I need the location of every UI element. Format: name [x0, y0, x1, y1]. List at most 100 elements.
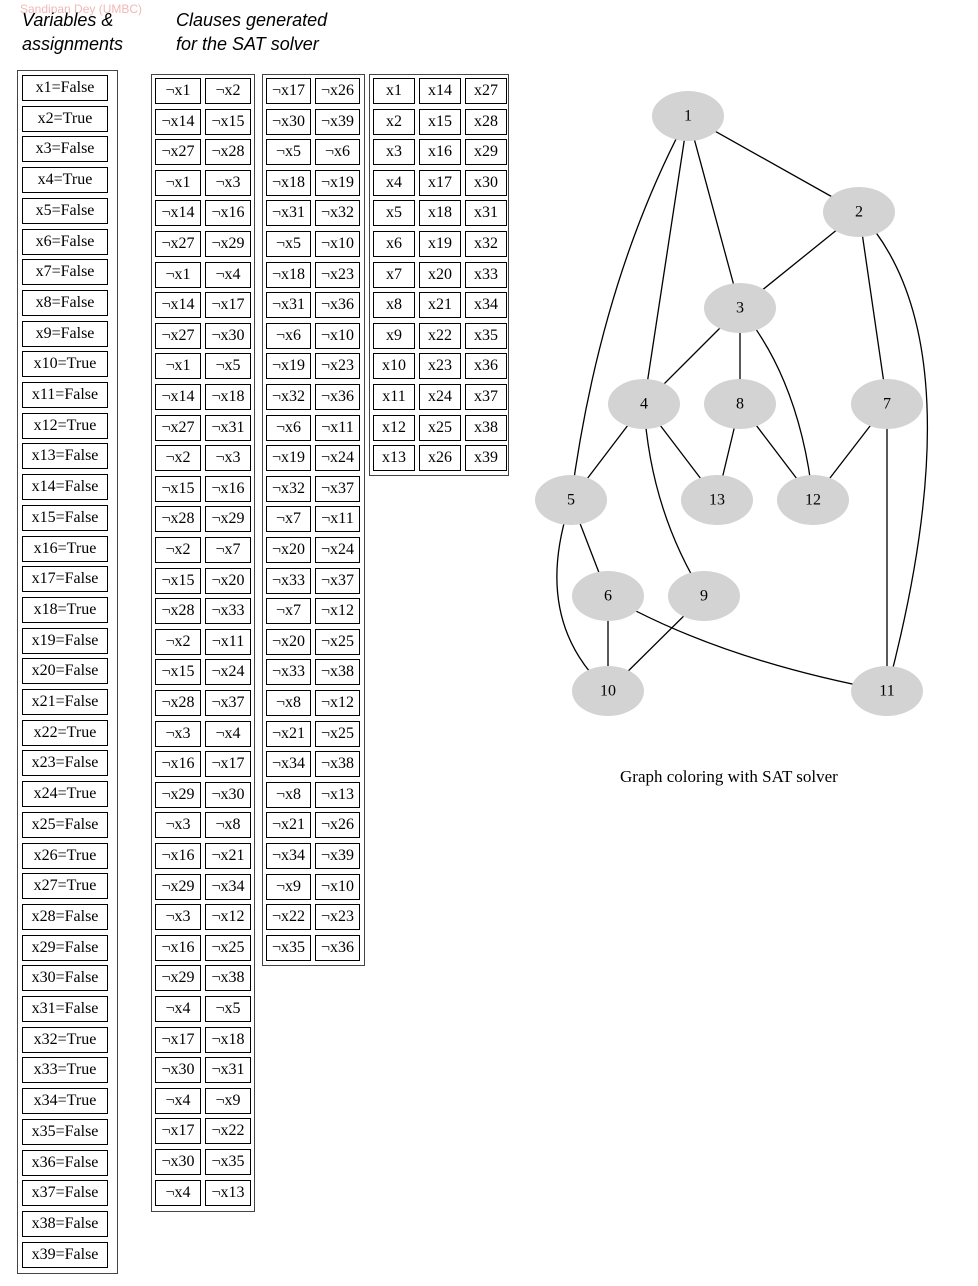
clause-cell: x6	[373, 231, 415, 257]
clause-cell: ¬x22	[266, 904, 311, 931]
graph-node: 6	[572, 571, 644, 621]
clause-cell: ¬x25	[315, 720, 360, 747]
clause-cell: ¬x18	[205, 1026, 251, 1053]
clause-cell: x36	[465, 353, 507, 380]
graph-node: 1	[652, 91, 724, 141]
clause-cell: ¬x36	[315, 384, 360, 410]
clause-cell: x22	[419, 322, 461, 349]
clause-cell: ¬x37	[205, 690, 251, 716]
clause-cell: ¬x17	[155, 1026, 201, 1053]
clause-cell: ¬x27	[155, 414, 201, 441]
clause-cell: ¬x5	[266, 231, 311, 257]
clause-cell: ¬x8	[266, 690, 311, 716]
clause-cell: ¬x20	[266, 537, 311, 563]
clause-cell: ¬x17	[155, 1118, 201, 1145]
clause-cell: x33	[465, 261, 507, 288]
clause-cell: ¬x37	[315, 475, 360, 502]
clause-cell: ¬x25	[205, 934, 251, 961]
graph-node-label: 3	[736, 300, 744, 317]
assignment-cell: x24=True	[22, 781, 108, 808]
clause-cell: ¬x34	[266, 843, 311, 869]
clause-cell: x4	[373, 169, 415, 196]
clause-cell: ¬x3	[205, 445, 251, 472]
graph-node-ellipse	[608, 379, 680, 429]
clause-cell: ¬x7	[266, 598, 311, 625]
graph-node-label: 9	[700, 588, 708, 605]
clause-cell: x37	[465, 384, 507, 410]
clause-cell: ¬x32	[315, 200, 360, 227]
clause-cell: ¬x2	[205, 78, 251, 104]
assignment-cell: x19=False	[22, 627, 108, 654]
assignment-cell: x23=False	[22, 750, 108, 777]
assignment-cell: x37=False	[22, 1180, 108, 1207]
variables-header: Variables & assignments	[22, 8, 123, 56]
clause-cell: ¬x30	[205, 322, 251, 349]
assignment-cell: x39=False	[22, 1241, 108, 1268]
assignment-cell: x1=False	[22, 75, 108, 101]
clause-cell: ¬x4	[205, 720, 251, 747]
clause-cell: ¬x1	[155, 261, 201, 288]
clause-cell: ¬x3	[155, 904, 201, 931]
graph-edge	[858, 211, 929, 692]
clause-cell: ¬x28	[155, 690, 201, 716]
assignment-cell: x4=True	[22, 167, 108, 194]
clause-cell: x8	[373, 292, 415, 319]
assignment-cell: x13=False	[22, 443, 108, 470]
clause-cell: ¬x5	[205, 996, 251, 1022]
clause-cell: ¬x21	[266, 720, 311, 747]
clause-cell: x35	[465, 322, 507, 349]
clause-cell: x13	[373, 445, 415, 472]
clause-cell: ¬x32	[266, 384, 311, 410]
graph-node-label: 13	[709, 492, 725, 509]
clause-cell: ¬x8	[205, 812, 251, 839]
clause-cell: ¬x34	[205, 873, 251, 900]
clause-cell: ¬x11	[315, 506, 360, 533]
clause-cell: x2	[373, 108, 415, 135]
clause-cell: ¬x28	[205, 139, 251, 166]
clause-cell: ¬x29	[155, 965, 201, 992]
clause-cell: ¬x33	[266, 659, 311, 686]
clause-cell: ¬x24	[315, 537, 360, 563]
clause-cell: ¬x31	[266, 292, 311, 319]
clause-cell: x32	[465, 231, 507, 257]
clause-cell: ¬x31	[266, 200, 311, 227]
clause-cell: ¬x10	[315, 231, 360, 257]
clause-cell: ¬x21	[205, 843, 251, 869]
clause-cell: ¬x16	[155, 843, 201, 869]
clause-cell: x10	[373, 353, 415, 380]
clause-cell: ¬x27	[155, 139, 201, 166]
assignment-cell: x3=False	[22, 136, 108, 163]
graph-edge	[858, 211, 888, 405]
assignment-cell: x25=False	[22, 811, 108, 838]
clause-cell: ¬x11	[315, 414, 360, 441]
variables-header-line2: assignments	[22, 34, 124, 54]
graph-edge	[687, 115, 860, 213]
graph-node-label: 1	[684, 108, 692, 125]
clause-cell: ¬x1	[155, 169, 201, 196]
assignment-cell: x32=True	[22, 1026, 108, 1053]
clause-cell: ¬x30	[266, 108, 311, 135]
graph-node-label: 6	[604, 588, 612, 605]
clause-cell: x24	[419, 384, 461, 410]
clause-cell: ¬x10	[315, 873, 360, 900]
assignment-cell: x10=True	[22, 351, 108, 378]
clause-cell: ¬x30	[205, 781, 251, 808]
clause-cell: x23	[419, 353, 461, 380]
clauses-header: Clauses generated for the SAT solver	[176, 8, 327, 56]
clause-cell: ¬x39	[315, 843, 360, 869]
graph-node: 8	[704, 379, 776, 429]
assignment-cell: x33=True	[22, 1057, 108, 1084]
assignment-cell: x22=True	[22, 719, 108, 746]
clause-cell: x16	[419, 139, 461, 166]
clause-cell: ¬x27	[155, 231, 201, 257]
clauses-header-line1: Clauses generated	[176, 10, 328, 30]
assignment-cell: x31=False	[22, 996, 108, 1022]
clause-cell: ¬x7	[266, 506, 311, 533]
clause-cell: x39	[465, 445, 507, 472]
clause-cell: x7	[373, 261, 415, 288]
graph-node-label: 2	[855, 204, 863, 221]
clause-cell: x12	[373, 414, 415, 441]
